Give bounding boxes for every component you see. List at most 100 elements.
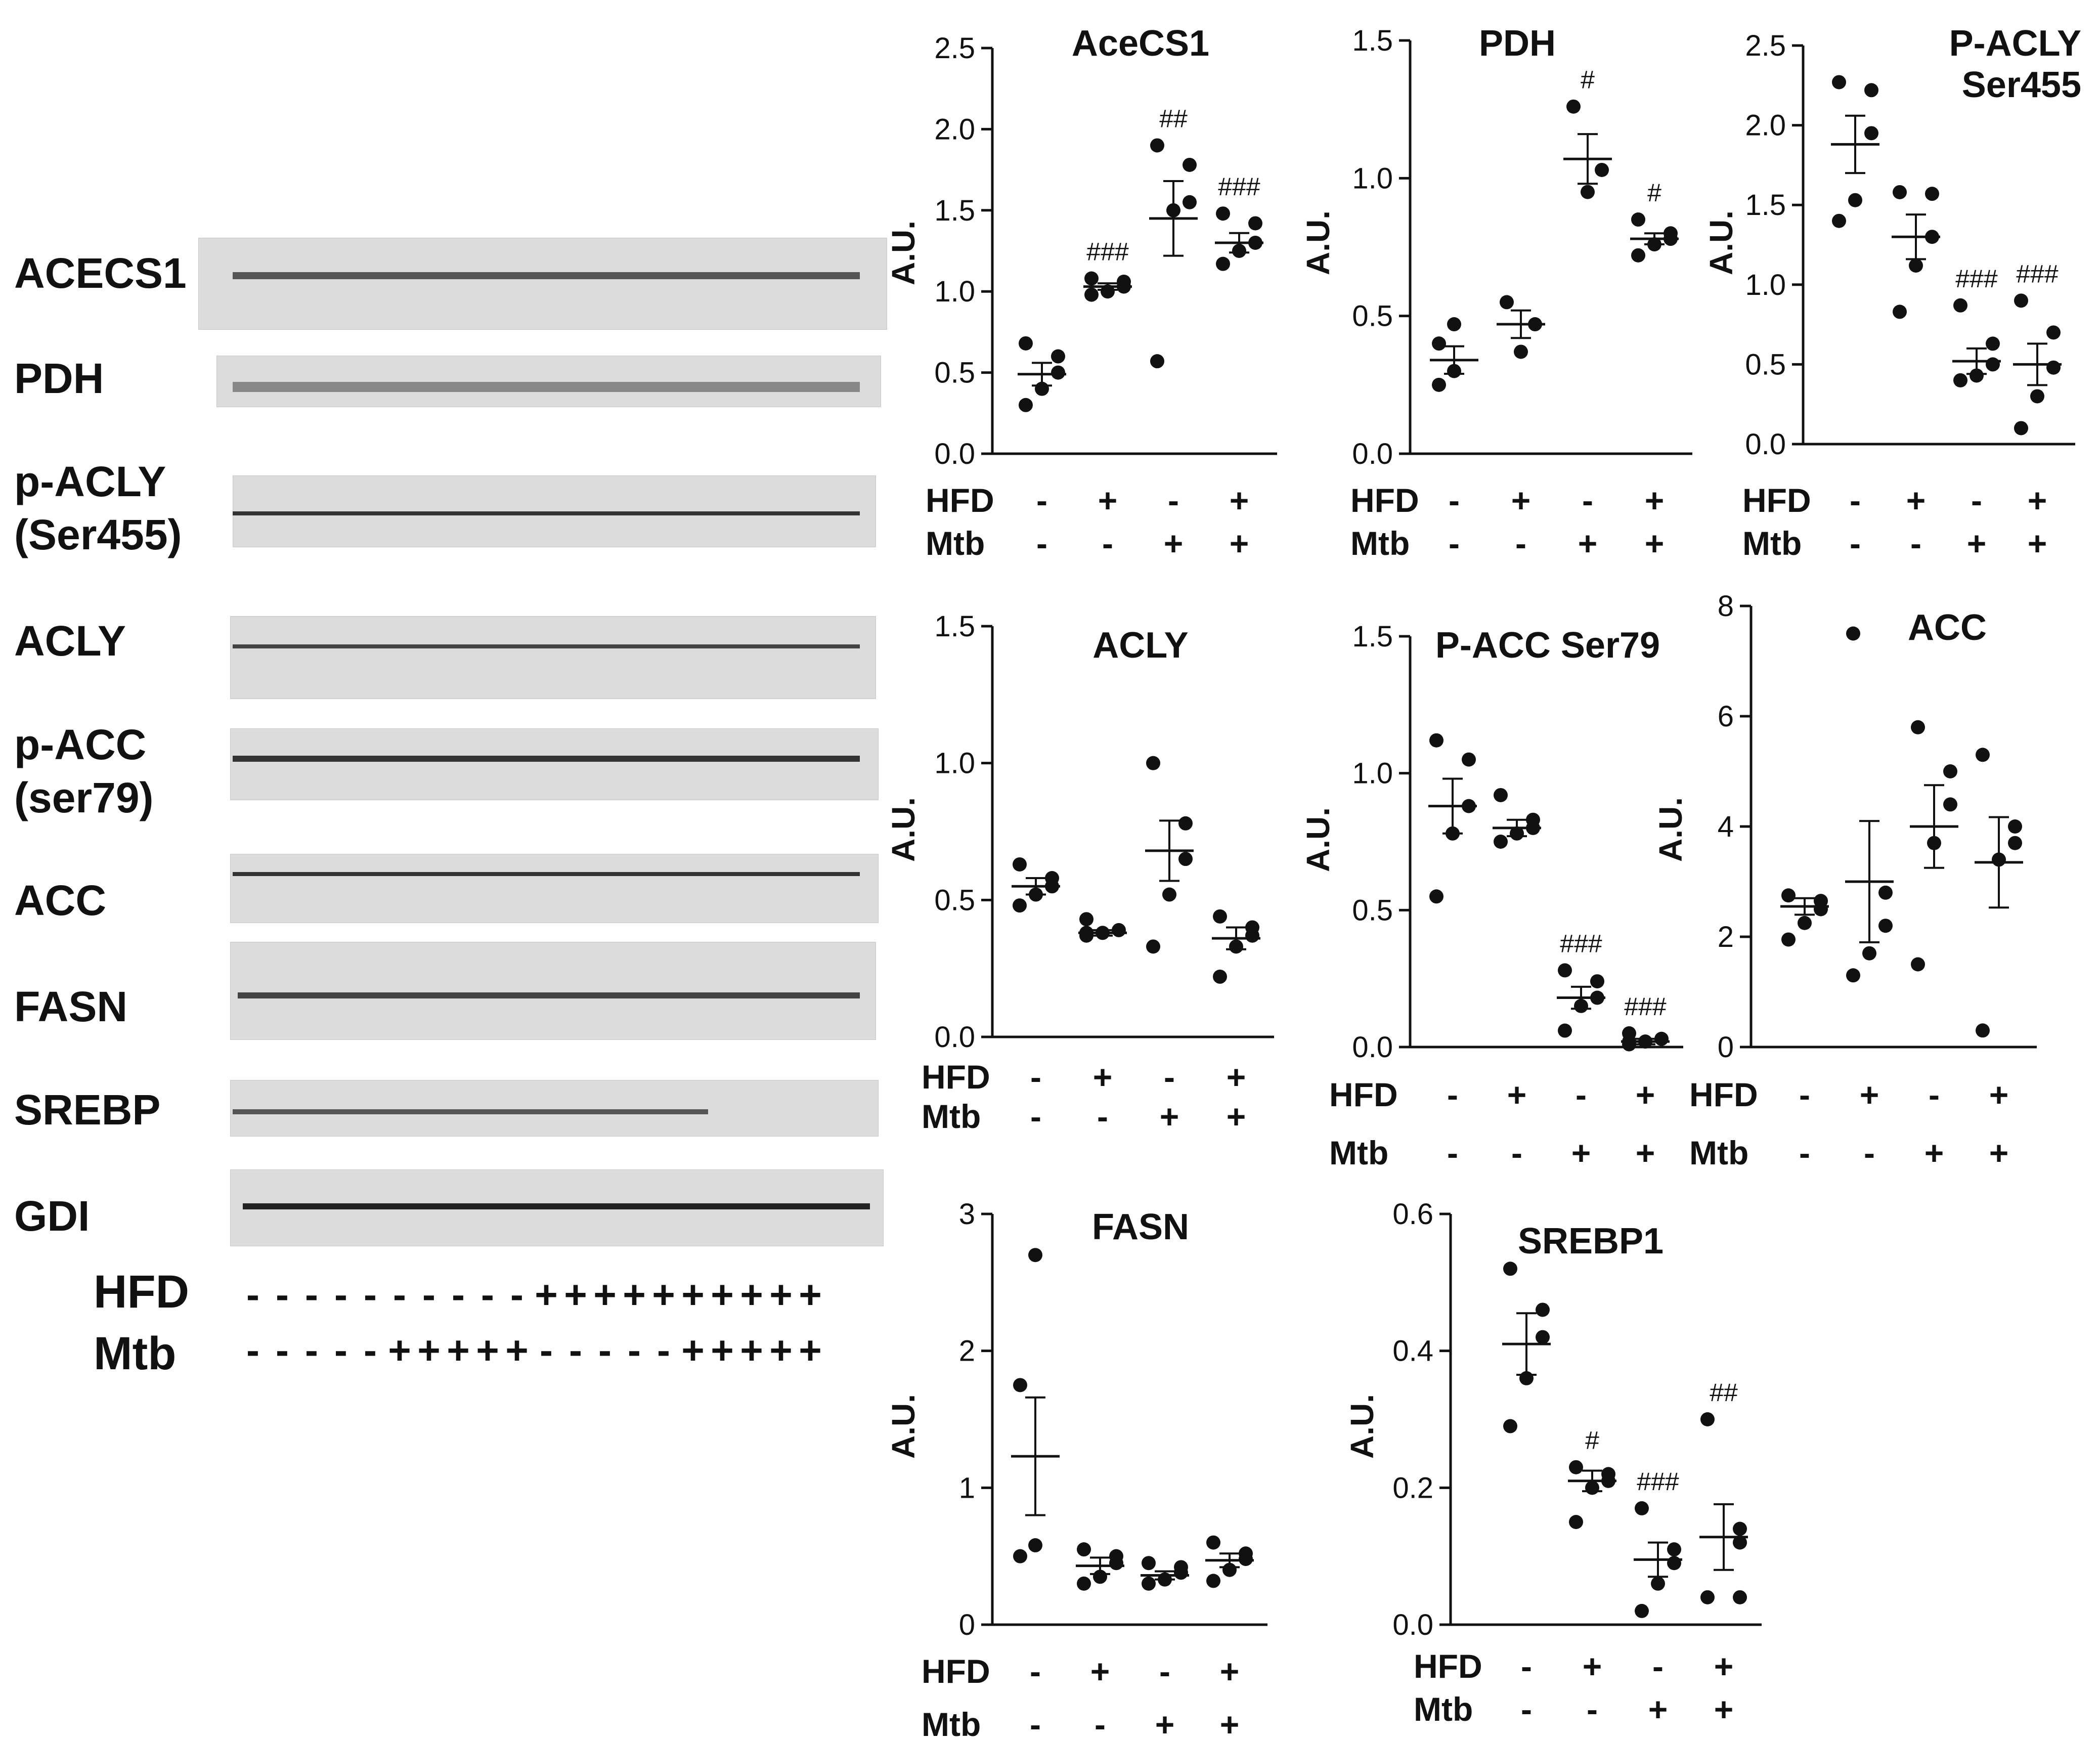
condition-symbol: + xyxy=(1906,482,1926,519)
blot-hfd-symbol: + xyxy=(740,1272,763,1317)
blot-mtb-symbol: - xyxy=(598,1328,611,1372)
significance-label: # xyxy=(1585,1426,1599,1455)
condition-symbol: - xyxy=(1095,1706,1106,1740)
data-point xyxy=(1566,99,1581,114)
condition-label: HFD xyxy=(1742,482,1811,519)
condition-symbol: - xyxy=(1850,482,1861,519)
blot-band-p-acc xyxy=(233,756,860,762)
y-tick-label: 6 xyxy=(1718,700,1734,733)
data-point xyxy=(1213,969,1227,984)
blot-label-acc: ACC xyxy=(14,877,106,924)
blot-band-fasn xyxy=(238,992,860,998)
blot-hfd-symbol: - xyxy=(422,1272,435,1317)
data-point xyxy=(1494,835,1508,849)
data-point xyxy=(1514,344,1528,359)
data-point xyxy=(1183,157,1197,172)
chart-title: ACLY xyxy=(1092,625,1188,666)
blot-label-fasn: FASN xyxy=(14,983,128,1030)
data-point xyxy=(1893,185,1907,199)
blot-hfd-symbol: - xyxy=(276,1272,289,1317)
y-tick-label: 2.5 xyxy=(1745,29,1786,62)
condition-symbol: - xyxy=(1587,1690,1598,1728)
data-point xyxy=(1651,1576,1665,1591)
condition-symbol: + xyxy=(1164,525,1184,562)
condition-symbol: + xyxy=(1227,1098,1246,1135)
condition-symbol: - xyxy=(1168,482,1179,519)
y-axis-label: A.U. xyxy=(885,797,922,862)
blot-image-pdh xyxy=(216,356,881,407)
y-tick-label: 1.5 xyxy=(1352,620,1393,653)
data-point xyxy=(1028,1248,1042,1263)
data-point xyxy=(1536,1330,1550,1344)
condition-label: Mtb xyxy=(1742,525,1802,562)
blot-hfd-symbol: - xyxy=(393,1272,406,1317)
blot-hfd-symbol: - xyxy=(364,1272,377,1317)
blot-mtb-symbol: - xyxy=(276,1328,289,1372)
blot-hfd-symbol: + xyxy=(564,1272,587,1317)
data-point xyxy=(2014,421,2028,436)
data-point xyxy=(2008,819,2022,834)
data-point xyxy=(1569,1460,1583,1474)
blot-mtb-symbol: - xyxy=(657,1328,670,1372)
data-point xyxy=(1013,1549,1027,1563)
data-point xyxy=(1045,871,1059,886)
data-point xyxy=(1943,764,1957,778)
data-point xyxy=(2008,836,2022,850)
chart-title: P-ACC Ser79 xyxy=(1435,625,1660,666)
y-tick-label: 1.5 xyxy=(934,610,975,643)
condition-symbol: - xyxy=(1449,482,1460,519)
data-point xyxy=(1667,1556,1681,1571)
data-point xyxy=(1733,1590,1747,1604)
data-point xyxy=(1013,857,1027,872)
condition-symbol: - xyxy=(1102,525,1113,562)
data-point xyxy=(2014,293,2028,308)
condition-symbol: + xyxy=(1227,1058,1246,1096)
data-point xyxy=(1500,295,1514,310)
significance-label: ### xyxy=(1218,172,1260,201)
blot-band-acly xyxy=(233,644,860,648)
chart-title: P-ACLY xyxy=(1949,23,2081,64)
data-point xyxy=(1911,720,1925,734)
y-tick-label: 2.0 xyxy=(934,113,975,146)
condition-symbol: - xyxy=(1971,482,1982,519)
data-point xyxy=(1150,138,1164,153)
condition-symbol: - xyxy=(1030,1098,1041,1135)
blot-mtb-symbol: + xyxy=(799,1328,822,1372)
data-point xyxy=(1635,1603,1649,1618)
blot-image-srebp xyxy=(230,1080,879,1137)
condition-symbol: + xyxy=(1578,525,1598,562)
chart-7: 0.00.20.40.6A.U.SREBP1######HFD-+-+Mtb--… xyxy=(1344,1198,1762,1728)
significance-label: ## xyxy=(1159,104,1188,133)
data-point xyxy=(1832,213,1846,228)
condition-symbol: + xyxy=(1636,1076,1655,1113)
data-point xyxy=(1601,1467,1615,1482)
data-point xyxy=(1664,226,1678,241)
blot-hfd-symbol: - xyxy=(246,1272,259,1317)
condition-label: HFD xyxy=(1350,482,1419,519)
condition-symbol: - xyxy=(1521,1690,1532,1728)
data-point xyxy=(1814,894,1828,908)
chart-2: 0.00.51.01.52.02.5A.U.P-ACLYSer455######… xyxy=(1703,23,2081,562)
significance-label: ### xyxy=(1955,265,1998,293)
data-point xyxy=(1864,83,1878,98)
condition-symbol: - xyxy=(1036,525,1047,562)
condition-label: HFD xyxy=(1329,1076,1398,1113)
condition-label: Mtb xyxy=(1689,1134,1748,1171)
significance-label: # xyxy=(1647,179,1661,207)
condition-label: Mtb xyxy=(922,1098,981,1135)
data-point xyxy=(1178,816,1193,831)
y-tick-label: 2 xyxy=(959,1335,975,1368)
data-point xyxy=(1183,195,1197,209)
condition-symbol: + xyxy=(1714,1690,1734,1728)
blot-mtb-symbol: - xyxy=(569,1328,582,1372)
data-point xyxy=(1864,126,1878,141)
condition-symbol: - xyxy=(1652,1647,1664,1685)
chart-0: 0.00.51.01.52.02.5A.U.AceCS1########HFD-… xyxy=(885,23,1277,562)
condition-symbol: - xyxy=(1159,1652,1170,1690)
condition-symbol: + xyxy=(1714,1647,1734,1685)
data-point xyxy=(1569,1515,1583,1529)
blot-hfd-symbol: + xyxy=(769,1272,793,1317)
condition-symbol: - xyxy=(1447,1076,1458,1113)
condition-symbol: - xyxy=(1910,525,1921,562)
